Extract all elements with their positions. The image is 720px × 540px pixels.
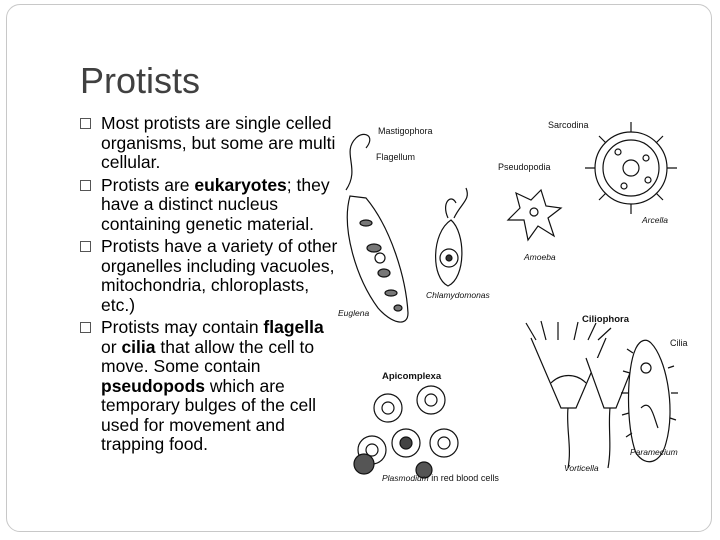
bullet-icon <box>80 322 91 333</box>
label-plasmodium-rest: in red blood cells <box>429 473 500 483</box>
bullet-text: Protists may contain <box>101 317 264 337</box>
bullet-text: Protists have a variety of other organel… <box>101 236 338 315</box>
label-euglena: Euglena <box>338 308 369 318</box>
label-chlamydomonas: Chlamydomonas <box>426 290 491 300</box>
bold-term: pseudopods <box>101 375 206 396</box>
bullet-icon <box>80 118 91 129</box>
plasmodium-drawing <box>353 385 459 479</box>
bullet-icon <box>80 241 91 252</box>
bullet-item: Most protists are single celled organism… <box>80 114 342 173</box>
bullet-text: or <box>101 336 122 357</box>
bullet-text: Protists are <box>101 174 195 195</box>
euglena-drawing <box>345 133 409 323</box>
bullet-text: that allow the cell to move. Some contai… <box>101 336 315 376</box>
protist-illustration: Mastigophora Flagellum Sarcodina Pseudop… <box>338 120 688 483</box>
bullet-text: which are temporary bulges of the cell u… <box>101 375 316 454</box>
bullet-icon <box>80 179 91 191</box>
label-mastigophora: Mastigophora <box>378 126 433 136</box>
label-pseudopodia: Pseudopodia <box>498 162 551 172</box>
label-plasmodium-caption: Plasmodium in red blood cells <box>382 473 499 483</box>
amoeba-drawing <box>506 188 563 242</box>
label-flagellum: Flagellum <box>376 152 415 162</box>
bullet-item: Protists may contain flagella or cilia t… <box>80 317 342 455</box>
vorticella-drawing <box>525 320 637 469</box>
label-plasmodium: Plasmodium <box>382 473 429 483</box>
bold-term: eukaryotes <box>194 174 287 195</box>
label-cilia: Cilia <box>670 338 688 348</box>
slide-title: Protists <box>80 60 201 101</box>
label-arcella: Arcella <box>641 215 668 225</box>
arcella-drawing <box>585 122 677 214</box>
bullet-text: ; they have a distinct nucleus containin… <box>101 174 330 234</box>
label-ciliophora: Ciliophora <box>582 314 630 325</box>
bullet-item: Protists are eukaryotes; they have a dis… <box>80 174 342 235</box>
label-paramecium: Paramecium <box>630 447 678 457</box>
label-amoeba: Amoeba <box>523 252 556 262</box>
chlamydomonas-drawing <box>435 187 468 287</box>
label-apicomplexa: Apicomplexa <box>382 371 442 382</box>
bullet-item: Protists have a variety of other organel… <box>80 236 342 315</box>
bullet-text: Most protists are single celled organism… <box>101 114 336 172</box>
bold-term: flagella <box>263 317 324 337</box>
paramecium-drawing <box>621 339 678 463</box>
label-vorticella: Vorticella <box>564 463 599 473</box>
bold-term: cilia <box>121 336 156 357</box>
bullet-list: Most protists are single celled organism… <box>80 114 342 458</box>
label-sarcodina: Sarcodina <box>548 120 589 130</box>
